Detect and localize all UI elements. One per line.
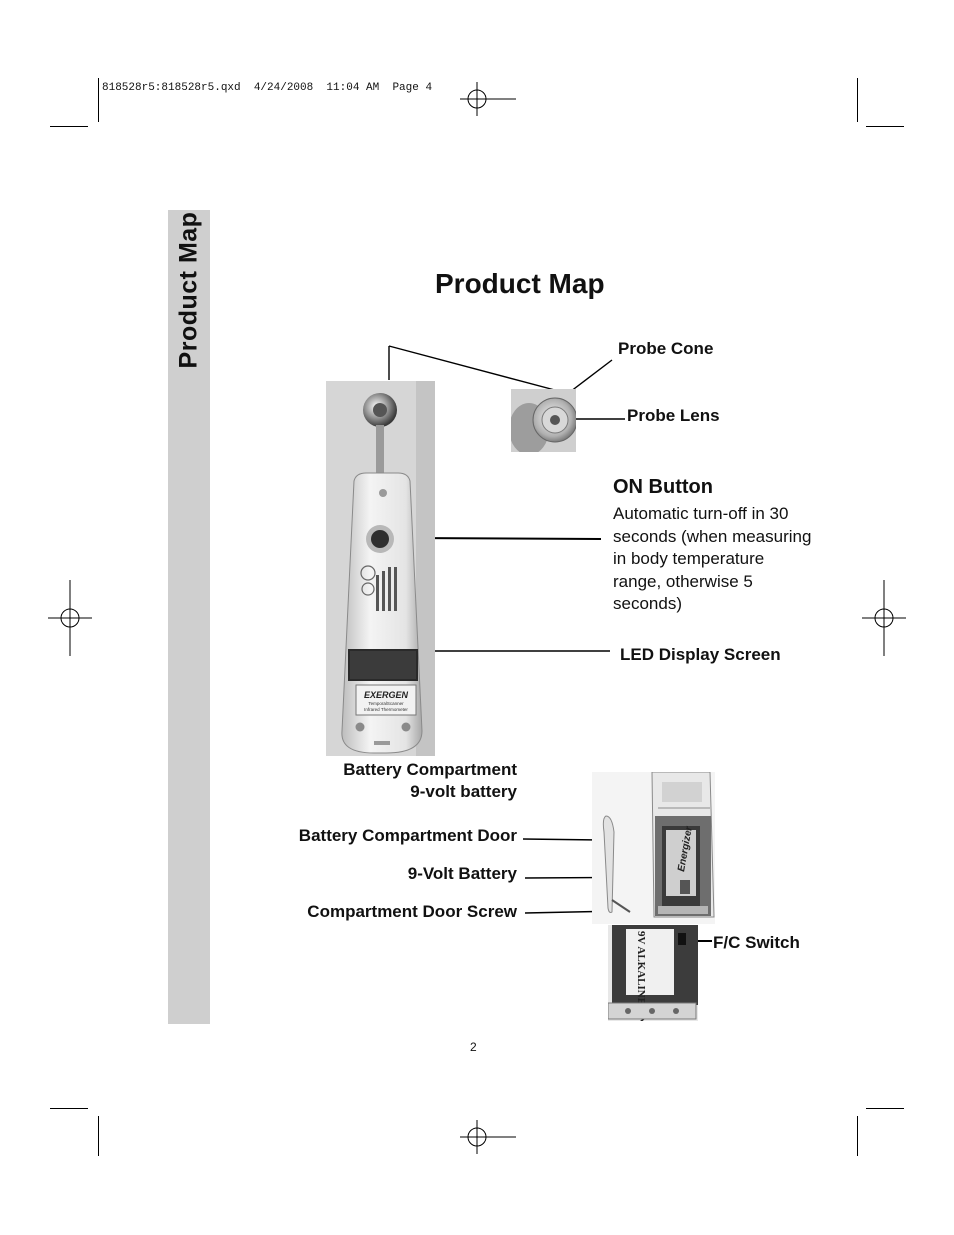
brand-model: TemporalScanner <box>368 701 404 706</box>
battery-compartment-label-line1: Battery Compartment <box>343 759 517 781</box>
on-button-title: ON Button <box>613 476 713 499</box>
on-button-description: Automatic turn-off in 30 seconds (when m… <box>613 503 813 616</box>
brand-logo: EXERGEN <box>364 690 409 700</box>
nine-volt-battery-label: 9-Volt Battery <box>408 864 517 884</box>
battery-compartment-photo: Energizer <box>592 772 715 924</box>
battery-compartment-label-line2: 9-volt battery <box>343 781 517 803</box>
led-display-label: LED Display Screen <box>620 645 781 665</box>
thermometer-photo: EXERGEN TemporalScanner Infrared Thermom… <box>326 381 435 756</box>
probe-lens-label: Probe Lens <box>627 406 720 426</box>
brand-subtitle: Infrared Thermometer <box>364 707 408 712</box>
probe-cone-label: Probe Cone <box>618 339 713 359</box>
page-number: 2 <box>470 1040 477 1054</box>
probe-lens-photo <box>511 389 576 452</box>
fc-switch-label: F/C Switch <box>713 933 800 953</box>
battery-compartment-label: Battery Compartment 9-volt battery <box>343 759 517 803</box>
battery-door-label: Battery Compartment Door <box>299 826 517 846</box>
door-screw-label: Compartment Door Screw <box>307 902 517 922</box>
fc-switch-photo: 9V ALKALINE ONLY <box>608 925 698 1021</box>
